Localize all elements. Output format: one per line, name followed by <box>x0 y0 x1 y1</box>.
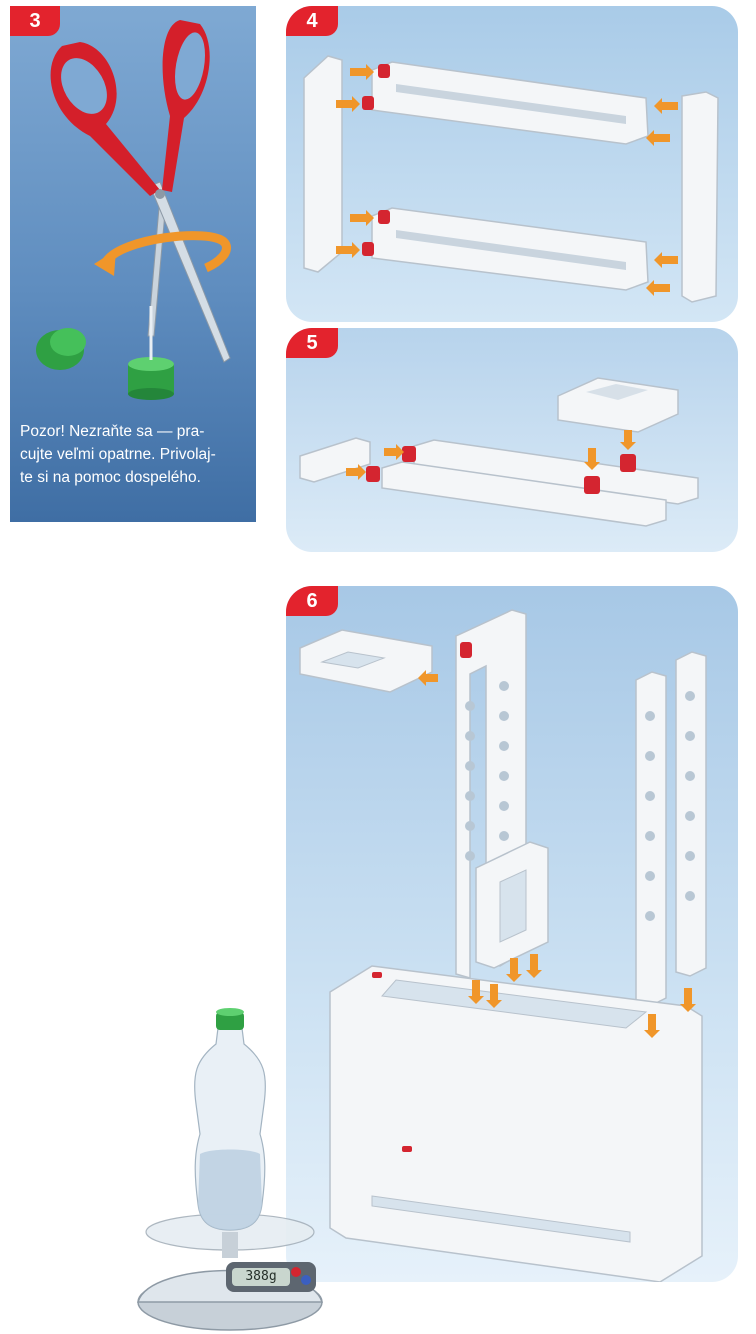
tower-assembly-illustration <box>299 609 707 1282</box>
beam-assembly-illustration <box>299 377 699 527</box>
frame-assembly-illustration <box>303 55 719 303</box>
step-number-badge: 5 <box>286 328 338 358</box>
step-3-panel: 3 Pozor! Nezraňte sa — pra- cujte veľmi … <box>10 6 256 522</box>
step-number-badge: 3 <box>10 6 60 36</box>
warning-line: cujte veľmi opatrne. Privolaj- <box>20 446 216 463</box>
scissors-illustration <box>36 20 231 400</box>
warning-line: te si na pomoc dospelého. <box>20 469 201 486</box>
step-5-panel: 5 <box>286 328 738 552</box>
warning-text: Pozor! Nezraňte sa — pra- cujte veľmi op… <box>20 420 252 489</box>
step-6-panel: 6 <box>286 586 738 1282</box>
scale-display: 388g <box>245 1269 277 1284</box>
step-number-badge: 6 <box>286 586 338 616</box>
step-number-badge: 4 <box>286 6 338 36</box>
warning-line: Pozor! Nezraňte sa — pra- <box>20 423 205 440</box>
step-4-panel: 4 <box>286 6 738 322</box>
scale-with-bottle-illustration: 388g <box>130 1004 330 1334</box>
kitchen-scale-illustration <box>137 1008 323 1331</box>
